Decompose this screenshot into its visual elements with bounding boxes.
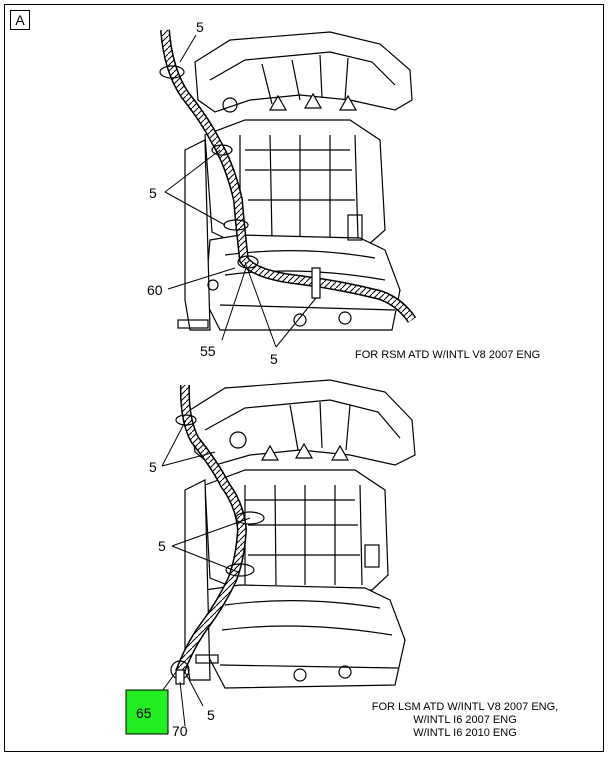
- callout-70: 70: [172, 723, 188, 739]
- callout-5-top: 5: [196, 19, 204, 35]
- lower-caption: FOR LSM ATD W/INTL V8 2007 ENG, W/INTL I…: [372, 701, 558, 739]
- lower-callouts: 5 5 5 70: [149, 459, 215, 739]
- callout-65-highlight[interactable]: 65: [125, 689, 169, 735]
- callout-5-side: 5: [149, 185, 157, 201]
- lower-transmission-drawing: [170, 379, 416, 689]
- lower-leader-lines: [151, 419, 251, 727]
- panel-letter: A: [10, 10, 30, 30]
- upper-transmission-drawing: [159, 29, 417, 331]
- upper-leader-lines: [164, 34, 317, 348]
- upper-caption: FOR RSM ATD W/INTL V8 2007 ENG: [355, 349, 540, 361]
- figure-frame: [4, 4, 604, 752]
- callout-65: 65: [136, 705, 152, 721]
- lower-caption-line-2: W/INTL I6 2007 ENG: [413, 714, 517, 726]
- callout-5-bottom: 5: [270, 351, 278, 367]
- lower-caption-line-3: W/INTL I6 2010 ENG: [413, 727, 517, 739]
- callout-5-lower: 5: [207, 707, 215, 723]
- callout-5-middle: 5: [158, 538, 166, 554]
- lower-caption-line-1: FOR LSM ATD W/INTL V8 2007 ENG,: [372, 701, 558, 713]
- callout-60: 60: [147, 282, 163, 298]
- callout-55: 55: [200, 343, 216, 359]
- upper-callouts: 5 5 60 55 5: [147, 19, 278, 367]
- callout-5-upper: 5: [149, 459, 157, 475]
